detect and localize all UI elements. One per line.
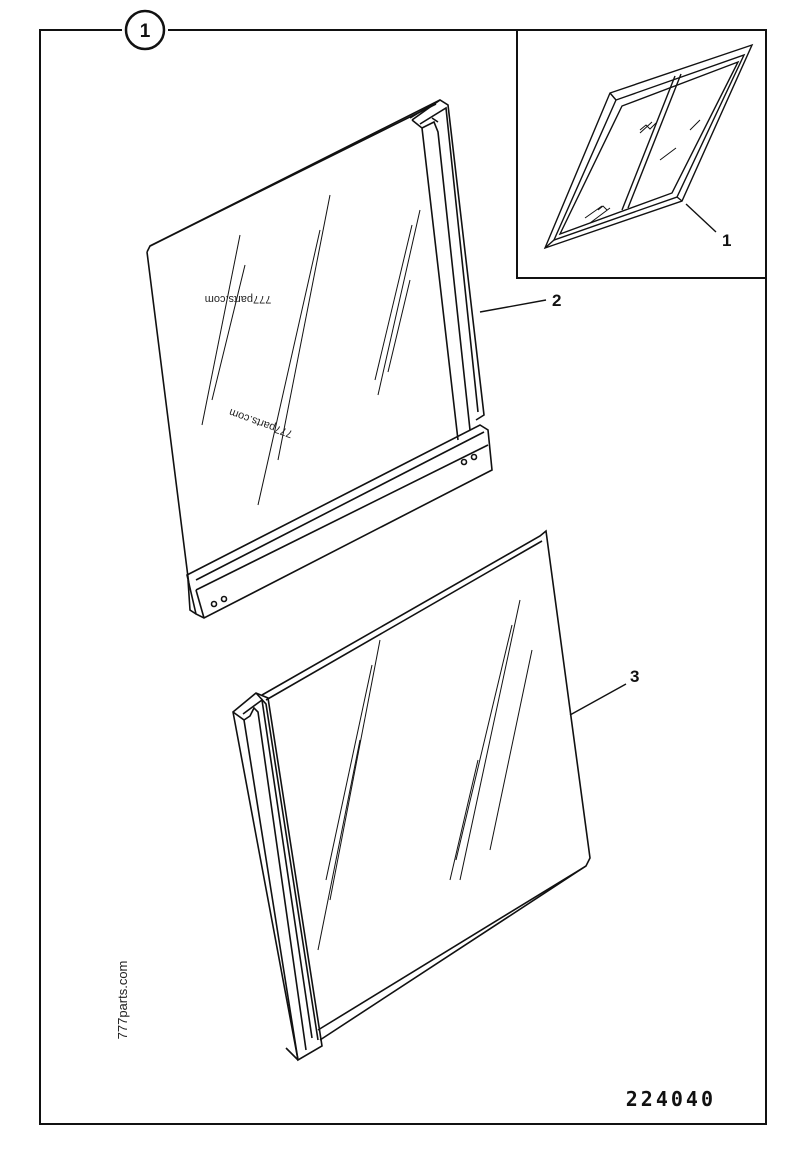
callout-1: 1 — [722, 231, 731, 250]
callout-2-leader — [479, 299, 547, 313]
installed-window-sketch — [543, 43, 754, 250]
callout-1-leader — [685, 203, 717, 233]
watermark-glass-upper: 777parts.com — [205, 293, 272, 305]
callout-3-leader — [569, 683, 627, 716]
glass-panel-part-3 — [232, 529, 591, 1062]
watermark-glass-lower: 777parts.com — [228, 406, 295, 440]
assembly-number: 1 — [140, 21, 151, 42]
watermark-side: 777parts.com — [115, 961, 130, 1040]
assembly-number-badge: 1 — [124, 9, 166, 51]
callout-2: 2 — [552, 291, 561, 310]
glass-panel-part-2 — [146, 99, 493, 619]
figure-number: 224040 — [626, 1087, 716, 1111]
callout-3: 3 — [630, 667, 639, 686]
inset-panel: 1 — [516, 29, 767, 279]
